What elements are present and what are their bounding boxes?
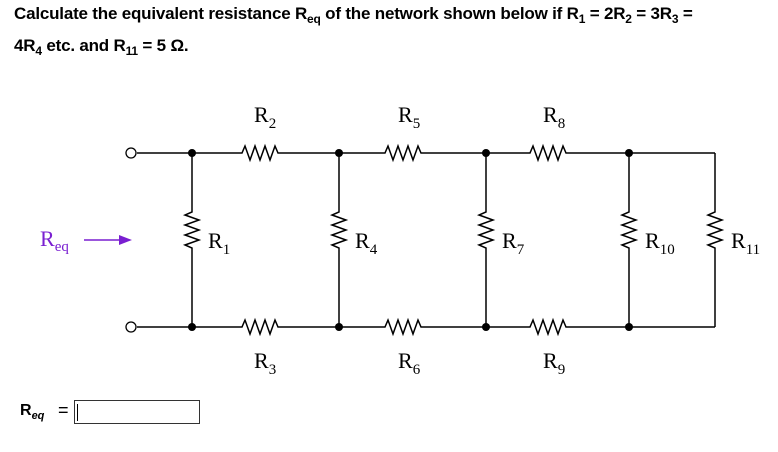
question-sub: eq xyxy=(307,12,321,26)
question-line-2: 4R4 etc. and R11 = 5 Ω. xyxy=(14,36,189,58)
req-arrow-head xyxy=(119,235,132,245)
question-sub: 2 xyxy=(625,12,632,26)
question-sub: 4 xyxy=(35,44,42,58)
vertical-r10 xyxy=(619,153,639,327)
junction-dot xyxy=(482,323,490,331)
vertical-r7 xyxy=(476,153,496,327)
answer-input[interactable] xyxy=(74,400,200,424)
junction-dot xyxy=(625,149,633,157)
question-text: = xyxy=(678,4,693,23)
junction-dot xyxy=(188,149,196,157)
vertical-r4 xyxy=(329,153,349,327)
req-label: Req xyxy=(40,226,69,255)
vertical-r11 xyxy=(705,153,725,327)
vertical-r1 xyxy=(182,153,202,327)
label-r3: R3 xyxy=(254,348,276,378)
label-r5: R5 xyxy=(398,102,420,132)
question-text: = 2R xyxy=(585,4,626,23)
junction-dot xyxy=(625,323,633,331)
terminal-bottom xyxy=(125,321,137,333)
label-r10: R10 xyxy=(645,228,675,258)
bottom-rail xyxy=(137,317,715,337)
question-text: = 5 Ω. xyxy=(137,36,189,55)
question-text: of the network shown below if R xyxy=(320,4,579,23)
junction-dot xyxy=(335,323,343,331)
label-r9: R9 xyxy=(543,348,565,378)
question-sub: 11 xyxy=(125,44,139,58)
label-r6: R6 xyxy=(398,348,421,378)
circuit-wires xyxy=(137,143,725,337)
question-line-1: Calculate the equivalent resistance Req … xyxy=(14,4,693,26)
answer-label-main: R xyxy=(20,402,32,419)
question-text: etc. and R xyxy=(41,36,126,55)
label-r4: R4 xyxy=(355,228,378,258)
label-r8: R8 xyxy=(543,102,565,132)
label-r7: R7 xyxy=(502,228,525,258)
label-r11: R11 xyxy=(731,228,760,258)
answer-label: Req xyxy=(20,402,44,422)
junction-dots xyxy=(188,149,633,331)
question-text: 4R xyxy=(14,36,36,55)
question-sub: 1 xyxy=(578,12,586,26)
question-text: = 3R xyxy=(631,4,672,23)
question-sub: 3 xyxy=(671,12,679,26)
label-r1: R1 xyxy=(208,228,230,258)
text-caret xyxy=(77,404,78,421)
junction-dot xyxy=(188,323,196,331)
junction-dot xyxy=(335,149,343,157)
answer-label-sub: eq xyxy=(31,410,45,422)
label-r2: R2 xyxy=(254,102,276,132)
top-rail xyxy=(137,143,715,163)
junction-dot xyxy=(482,149,490,157)
question-text: Calculate the equivalent resistance R xyxy=(14,4,308,23)
answer-equals: = xyxy=(58,400,69,420)
terminal-top xyxy=(125,147,137,159)
